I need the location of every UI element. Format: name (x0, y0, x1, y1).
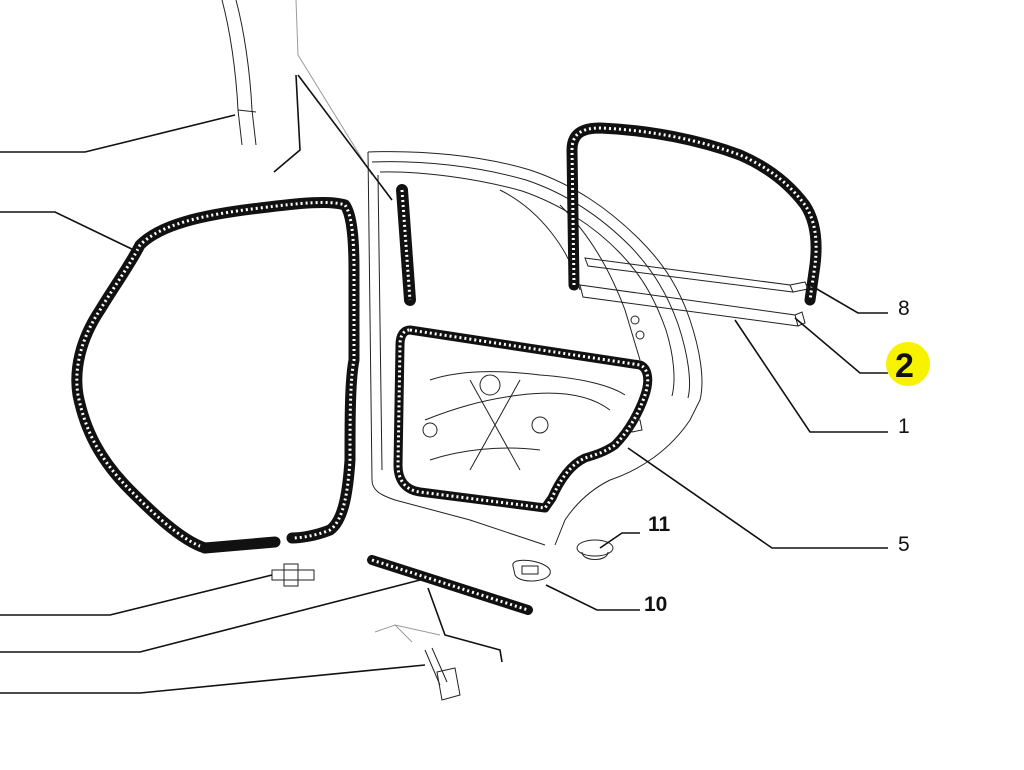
callout-label-5: 5 (898, 533, 910, 556)
highlight-marker (886, 342, 930, 386)
door-shell (367, 151, 703, 546)
callout-label-8: 8 (898, 297, 910, 320)
lower-seal-strip (367, 555, 533, 615)
belt-moulding-strips (579, 257, 809, 327)
door-frame-seal (71, 196, 360, 554)
callout-label-11: 11 (648, 513, 671, 536)
callout-label-1: 1 (898, 415, 910, 438)
callout-label-2: 2 (895, 347, 914, 385)
leader-lines (0, 114, 888, 694)
oval-clip (512, 559, 551, 582)
push-pin-fastener (271, 563, 315, 587)
screw-clip (424, 647, 461, 701)
glass-run-seal (566, 122, 822, 306)
callout-label-10: 10 (644, 593, 667, 616)
plug-cap (576, 539, 614, 560)
window-channel-part (221, 0, 257, 146)
